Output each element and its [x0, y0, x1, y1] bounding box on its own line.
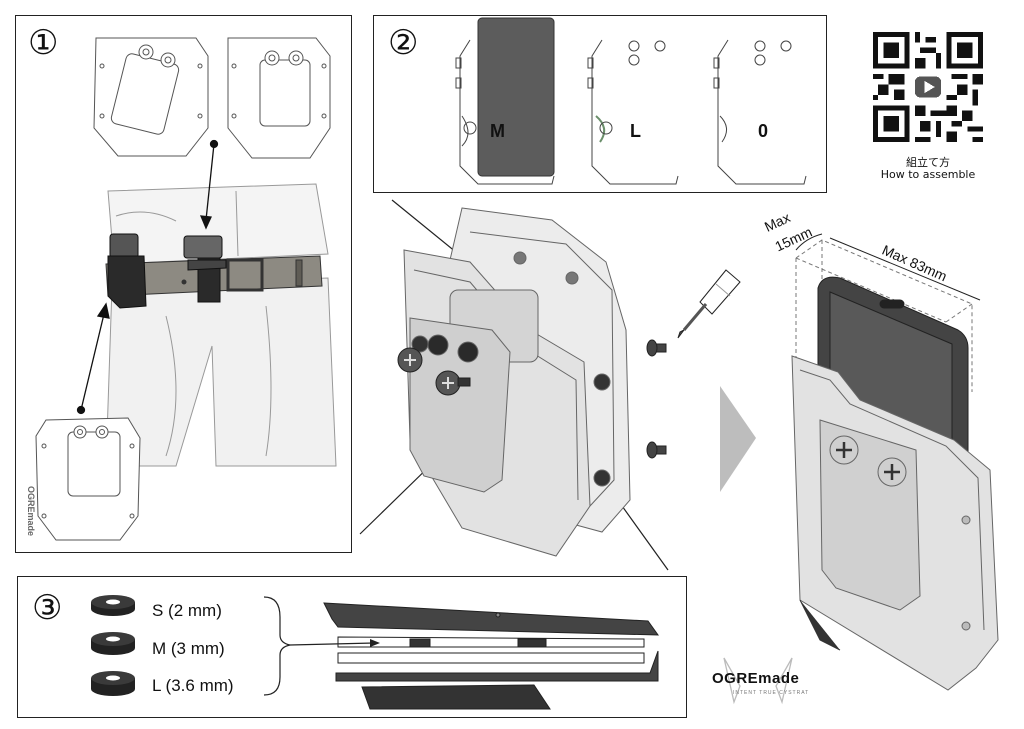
qr-caption-en: How to assemble	[880, 168, 976, 181]
spacer-s-label: S (2 mm)	[152, 601, 222, 620]
clip-position-options	[455, 17, 807, 185]
step2-panel: ② M L 0	[373, 15, 827, 193]
cross-section	[323, 602, 659, 710]
step-number-1: ①	[28, 23, 59, 63]
holster-worn-front	[183, 235, 227, 303]
spacer-section-drawing	[91, 595, 659, 710]
assembled-holster	[791, 355, 999, 691]
dimension-box	[795, 239, 973, 392]
clip-option-l-drawing	[587, 39, 679, 185]
ogre-horns-logo-icon	[723, 657, 793, 705]
dimension-arrows	[795, 233, 981, 301]
person-legs	[105, 277, 337, 467]
spacer-l-label: L (3.6 mm)	[152, 676, 234, 695]
clip-screw-1	[397, 347, 423, 373]
clip-option-0-label: 0	[758, 121, 769, 141]
spacer-brace	[263, 596, 291, 696]
clip-option-0-drawing	[713, 39, 807, 185]
clip-option-m-drawing	[455, 17, 555, 185]
holster-top-right-view	[227, 37, 331, 159]
spacer-insert-arrow	[289, 642, 375, 646]
callout-arrows	[76, 139, 219, 415]
spacer-s-icon	[91, 595, 135, 616]
spacer-m-label: M (3 mm)	[152, 639, 225, 658]
holster-bottom-view	[35, 417, 141, 541]
belt-wearing-illustration	[35, 37, 337, 541]
brand-logo-text: OGREmade	[712, 670, 800, 687]
assembly-direction-arrow-icon	[720, 386, 756, 492]
belt-clip	[409, 317, 511, 493]
holster-top-left-view	[93, 37, 209, 157]
holster-worn-side	[107, 233, 147, 309]
step-number-2: ②	[388, 23, 419, 63]
clip-screw-2	[435, 370, 471, 396]
step-number-3: ③	[32, 588, 63, 628]
loose-screw-upper	[646, 339, 667, 357]
qr-caption-ja: 組立て方	[906, 156, 950, 169]
spacer-m-icon	[91, 632, 135, 655]
spacer-l-icon	[91, 671, 135, 696]
step1-panel: ① OGREmade	[15, 15, 352, 553]
clip-option-m-label: M	[490, 121, 505, 141]
qr-code[interactable]	[873, 32, 983, 142]
clip-option-l-label: L	[630, 121, 641, 141]
screwdriver-icon	[677, 269, 741, 339]
loose-screw-lower	[646, 441, 667, 459]
step3-panel: ③ S (2 mm) M (3 mm) L (3.6 mm)	[17, 576, 687, 718]
brand-logo-subtext: INTENT TRUE CYSTRAT	[733, 690, 810, 696]
